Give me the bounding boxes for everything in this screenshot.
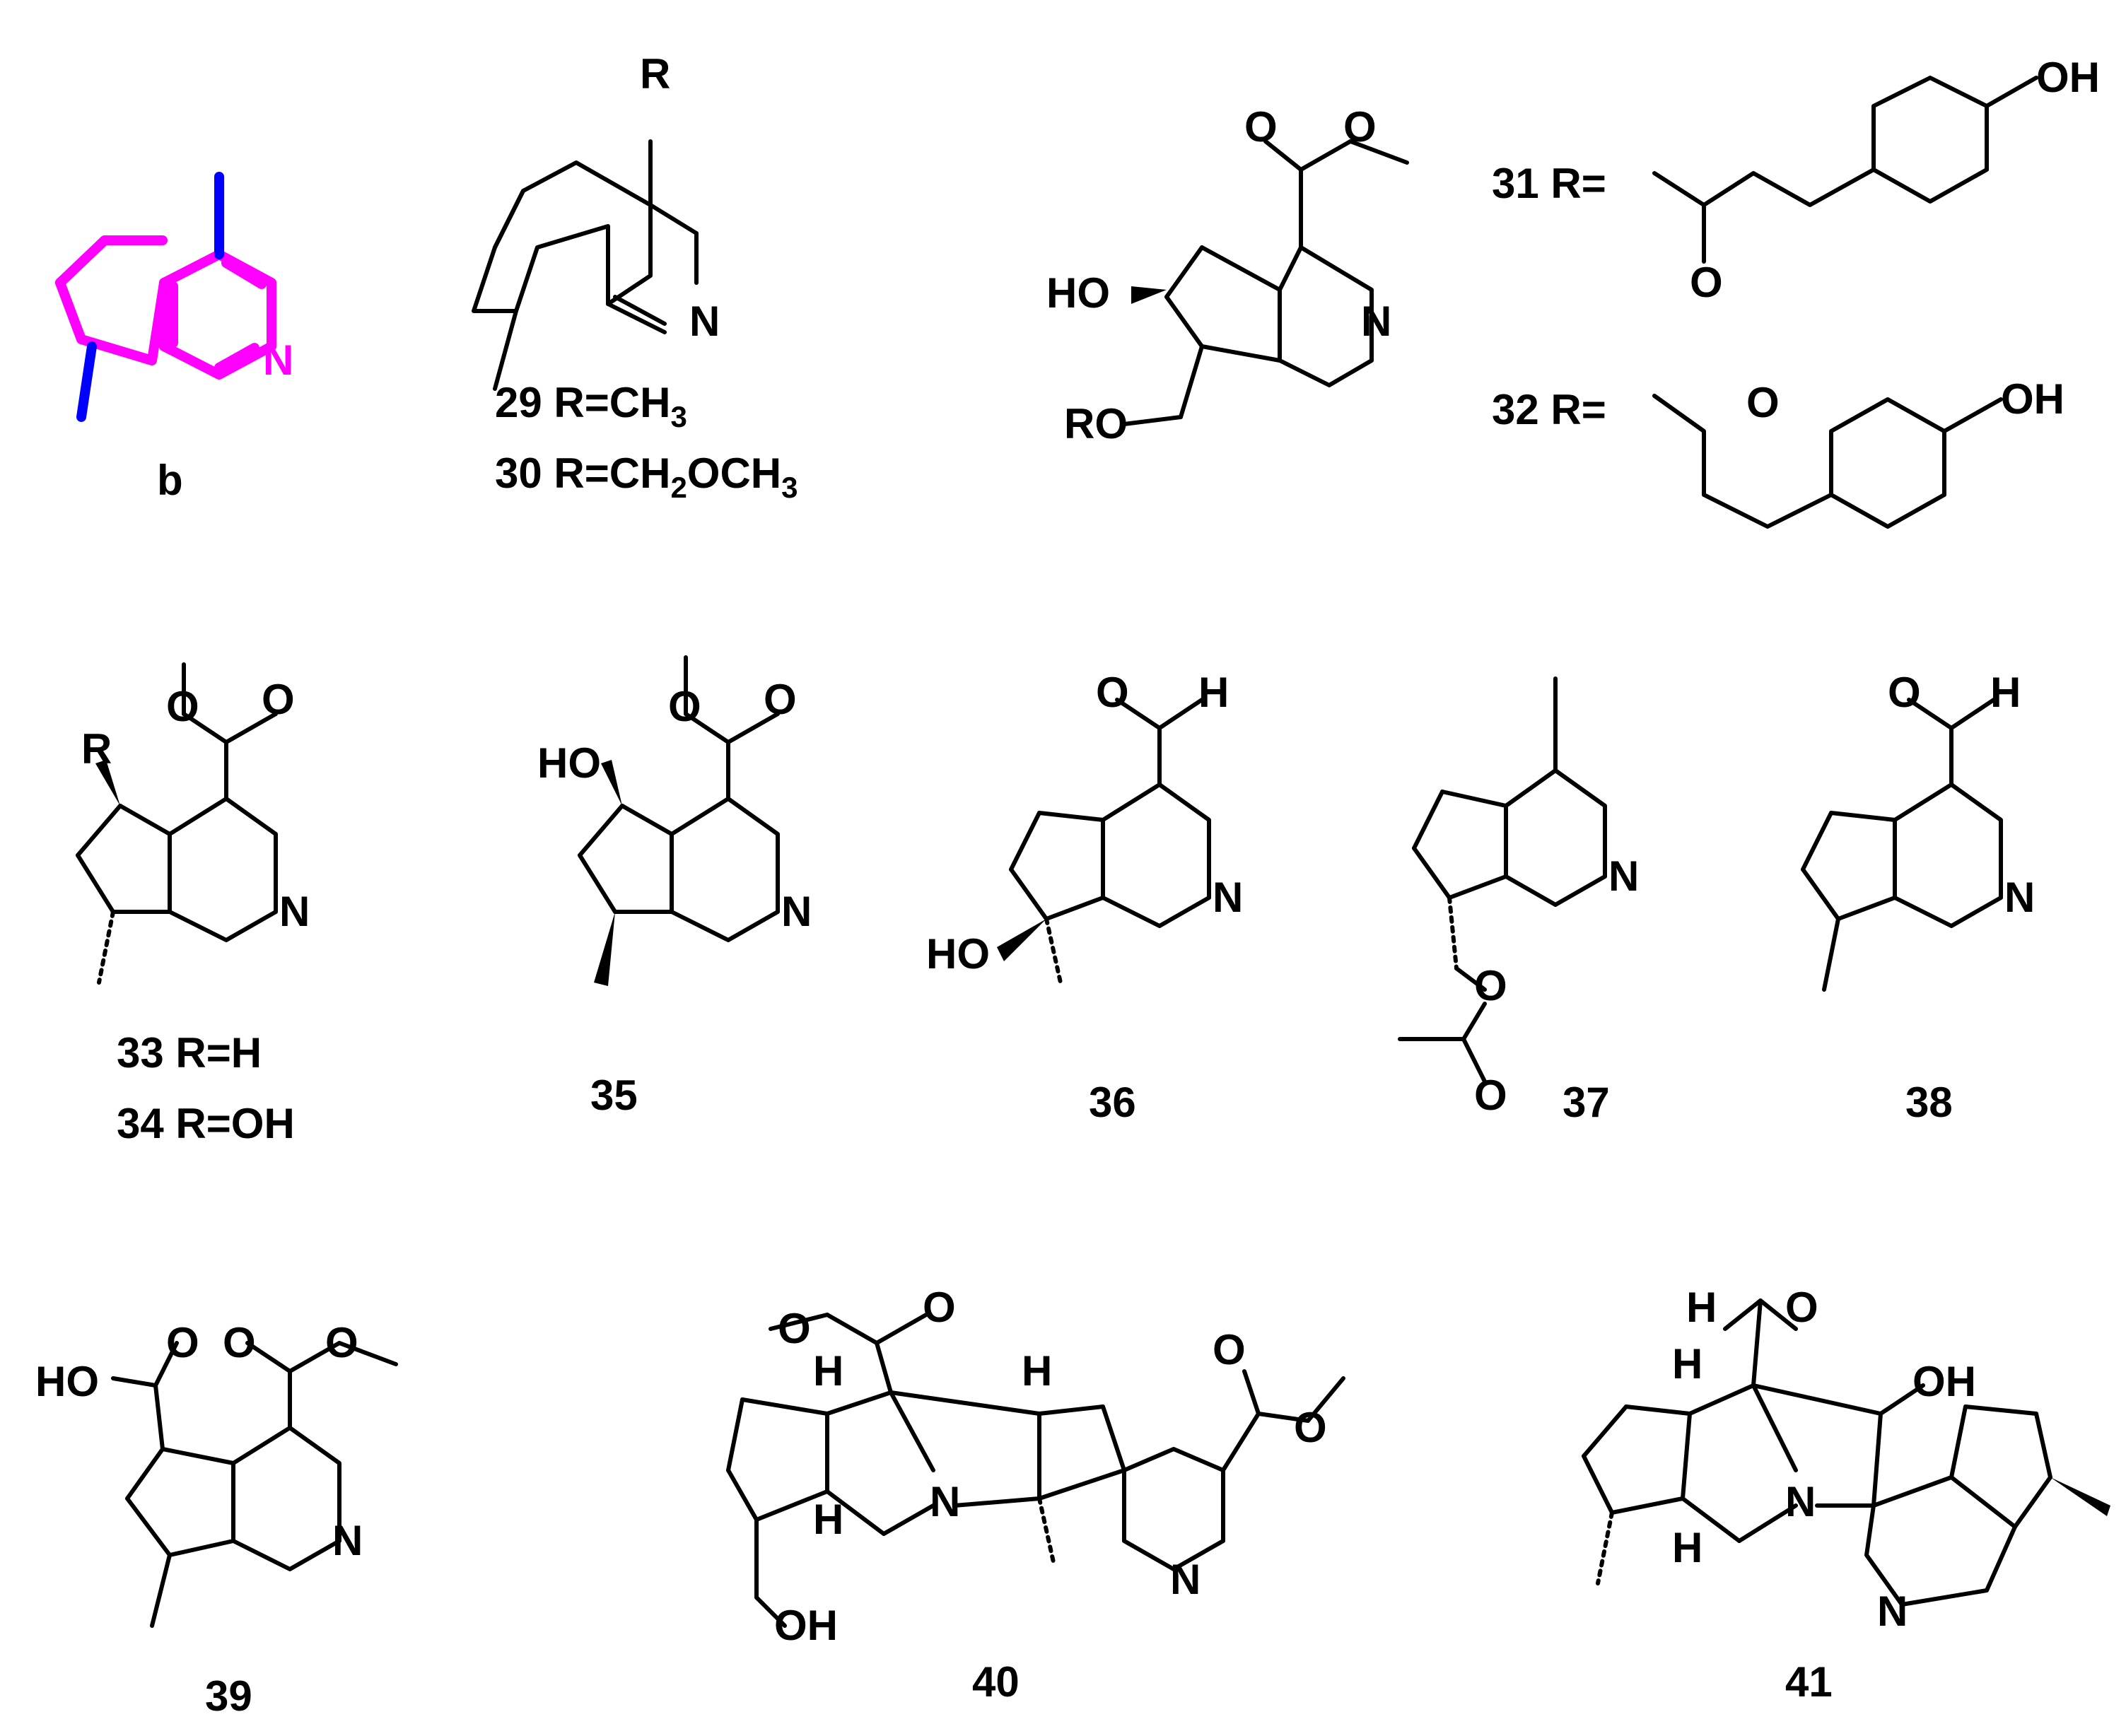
atom-n: N xyxy=(930,1478,960,1525)
label-35: 35 xyxy=(590,1072,638,1119)
label-36: 36 xyxy=(1089,1079,1136,1126)
atom-o: O xyxy=(764,676,797,723)
atom-n: N xyxy=(1361,298,1391,345)
atom-o: O xyxy=(1096,669,1129,716)
atom-n: N xyxy=(1877,1588,1908,1635)
atom-o: O xyxy=(1474,1072,1507,1119)
label-39: 39 xyxy=(205,1672,252,1720)
atom-h: H xyxy=(813,1347,843,1395)
atom-n: N xyxy=(1785,1478,1816,1525)
atom-h: H xyxy=(1990,669,2021,716)
atom-h: H xyxy=(813,1496,843,1543)
atom-o: O xyxy=(1343,103,1377,151)
structure-ester-generic: O O HO RO N xyxy=(1046,103,1409,447)
structure-41: H O H H N OH N 41 xyxy=(1582,1284,2110,1706)
label-b: b xyxy=(157,457,183,504)
structure-37: O O N 37 xyxy=(1398,676,1639,1126)
atom-n: N xyxy=(263,336,293,384)
atom-h: H xyxy=(1198,669,1229,716)
atom-ho: HO xyxy=(926,930,990,978)
structure-33-34: R O O N 33 R=H 34 R=OH xyxy=(76,662,310,1147)
atom-o: O xyxy=(923,1284,956,1331)
atom-o: O xyxy=(778,1305,811,1352)
label-41: 41 xyxy=(1785,1658,1833,1706)
atom-ho: HO xyxy=(537,739,601,787)
atom-o: O xyxy=(668,683,701,730)
atom-n: N xyxy=(332,1517,363,1564)
atom-n: N xyxy=(2004,874,2035,921)
label-33: 33 R=H xyxy=(117,1029,262,1077)
atom-o: O xyxy=(1474,962,1507,1009)
structure-39: HO O O O N 39 xyxy=(35,1319,398,1720)
atom-oh: OH xyxy=(2036,54,2100,101)
atom-r: R xyxy=(81,725,112,773)
atom-o: O xyxy=(166,1319,199,1366)
atom-o: O xyxy=(1785,1284,1818,1331)
atom-o: O xyxy=(262,676,295,723)
atom-ro: RO xyxy=(1064,400,1128,447)
atom-n: N xyxy=(689,298,720,345)
label-32: 32 R= xyxy=(1492,386,1606,433)
atom-o: O xyxy=(325,1319,358,1366)
atom-o: O xyxy=(1690,259,1723,306)
label-31: 31 R= xyxy=(1492,160,1606,207)
atom-r: R xyxy=(640,50,670,98)
structure-35: HO O O N 35 xyxy=(537,655,812,1119)
atom-h: H xyxy=(1672,1524,1702,1571)
atom-o: O xyxy=(223,1319,256,1366)
methyl-bottom xyxy=(76,341,97,422)
structure-29-30: R N 29 R=CH3 30 R=CH2OCH3 xyxy=(472,50,798,504)
label-30: 30 R=CH2OCH3 xyxy=(495,450,798,504)
label-29: 29 R=CH3 xyxy=(495,379,687,433)
label-34: 34 R=OH xyxy=(117,1100,295,1147)
atom-oh: OH xyxy=(2001,375,2064,423)
scaffold-b: N b xyxy=(55,172,293,504)
label-40: 40 xyxy=(972,1658,1020,1706)
atom-ho: HO xyxy=(35,1358,99,1405)
atom-n: N xyxy=(1608,852,1639,900)
atom-h: H xyxy=(1686,1284,1717,1331)
atom-o: O xyxy=(1746,379,1780,426)
atom-n: N xyxy=(1213,874,1243,921)
atom-n: N xyxy=(1170,1556,1201,1603)
atom-o: O xyxy=(166,683,199,730)
atom-o: O xyxy=(1244,103,1278,151)
atom-h: H xyxy=(1022,1347,1052,1395)
structure-31-32: 31 R= O OH 32 R= O OH xyxy=(1492,54,2100,529)
structure-40: O O H H H N OH O O N 40 xyxy=(726,1284,1345,1706)
atom-oh: OH xyxy=(774,1602,838,1649)
atom-ho: HO xyxy=(1046,269,1110,317)
atom-o: O xyxy=(1888,669,1921,716)
atom-o: O xyxy=(1294,1404,1327,1451)
atom-n: N xyxy=(279,888,310,935)
atom-n: N xyxy=(781,888,812,935)
structure-38: O H N 38 xyxy=(1801,669,2035,1126)
structure-36: O H HO N 36 xyxy=(926,669,1243,1126)
atom-o: O xyxy=(1213,1326,1246,1373)
label-37: 37 xyxy=(1563,1079,1610,1126)
label-38: 38 xyxy=(1905,1079,1953,1126)
atom-oh: OH xyxy=(1912,1358,1976,1405)
atom-h: H xyxy=(1672,1340,1702,1388)
